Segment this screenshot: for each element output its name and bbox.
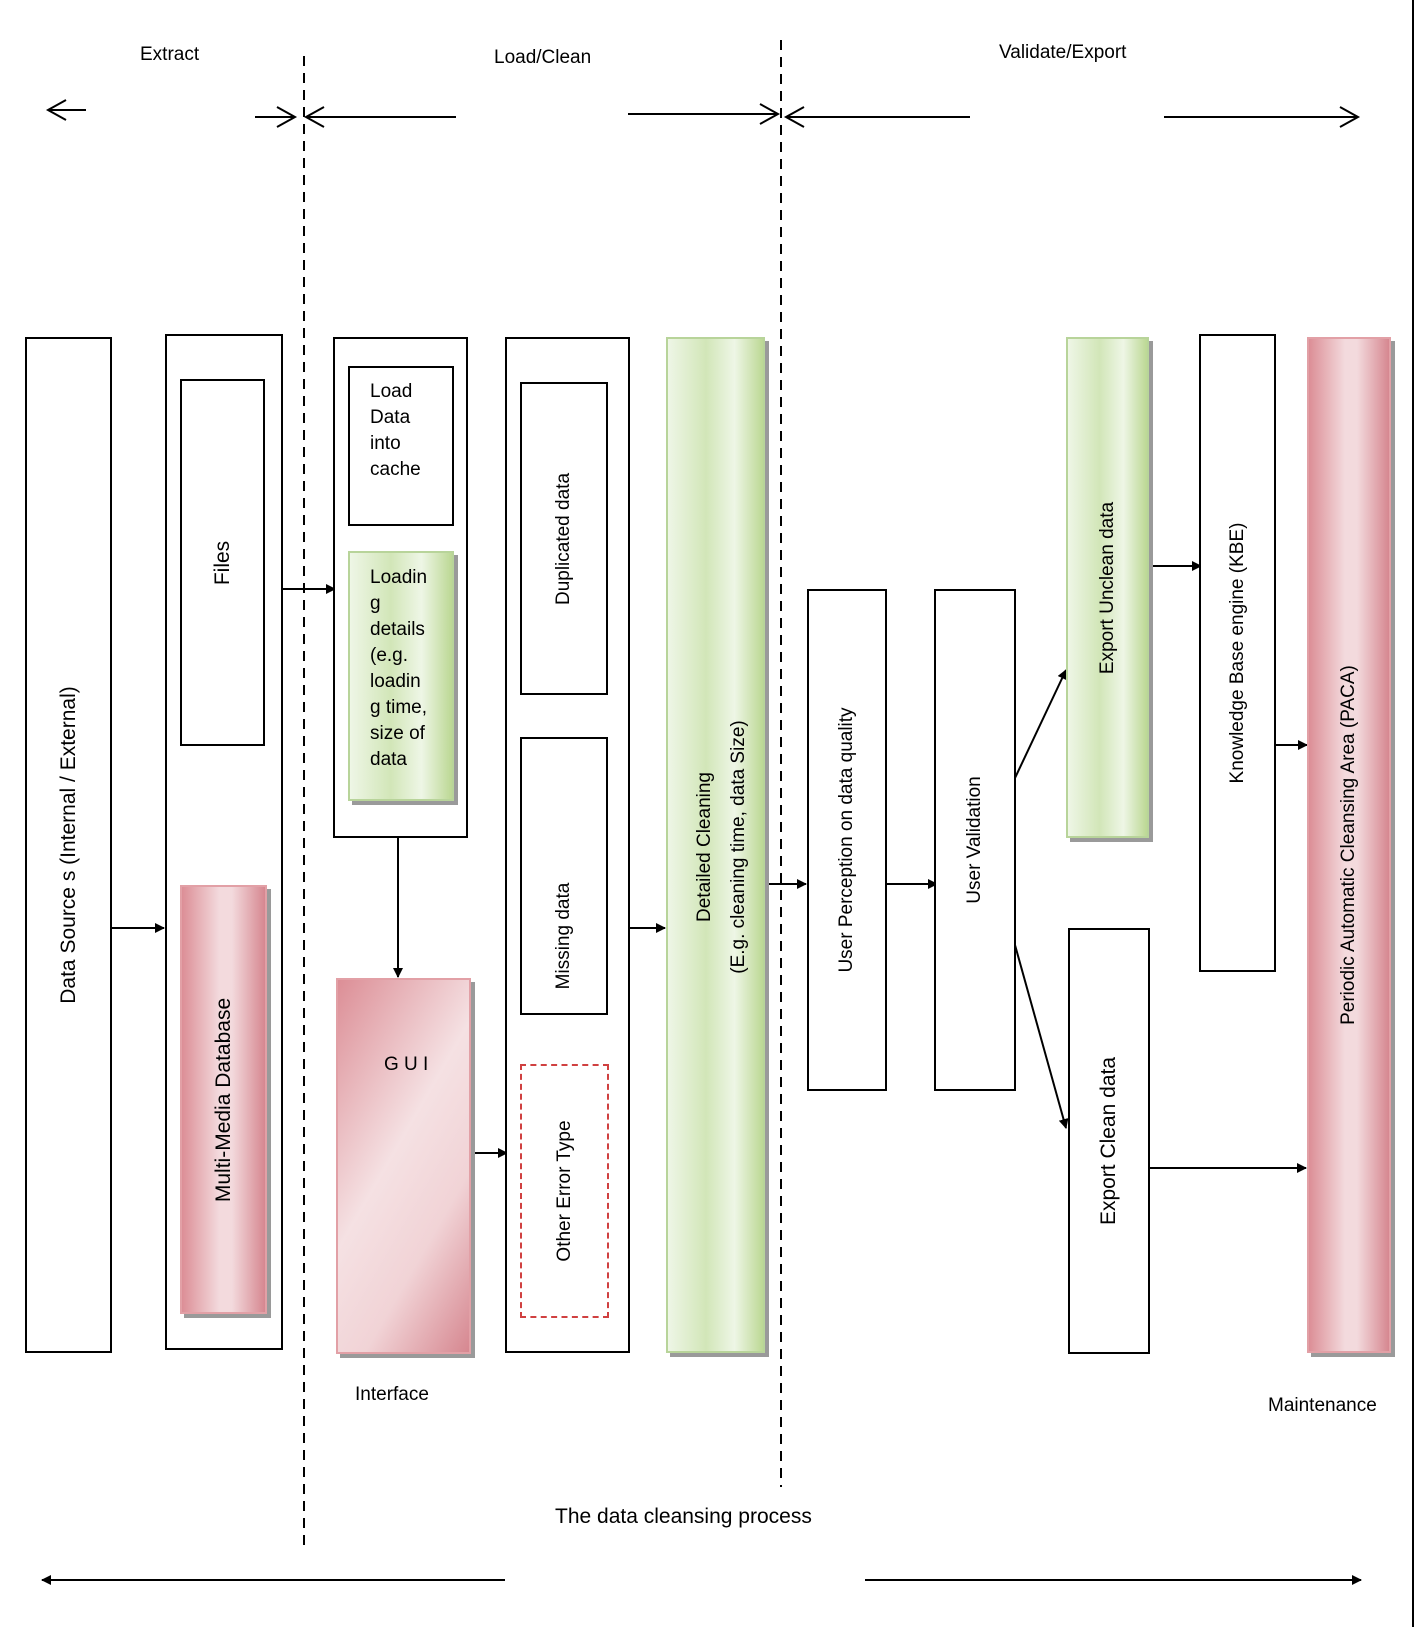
- flow-arrows: [111, 561, 1308, 1173]
- other-error-type-box: Other Error Type: [520, 1064, 609, 1318]
- process-title: The data cleansing process: [555, 1505, 812, 1528]
- user-perception-box: User Perception on data quality: [807, 589, 887, 1091]
- multimedia-database-box: Multi-Media Database: [180, 885, 267, 1314]
- phase-load-clean-label: Load/Clean: [494, 47, 592, 68]
- files-label: Files: [210, 540, 234, 585]
- user-perception-label: User Perception on data quality: [836, 707, 857, 973]
- missing-data-box: Missing data: [520, 737, 608, 1015]
- data-sources-box: Data Source s (Internal / External): [25, 337, 112, 1353]
- export-clean-box: Export Clean data: [1068, 928, 1150, 1354]
- detailed-cleaning-box: Detailed Cleaning (E.g. cleaning time, d…: [666, 337, 765, 1353]
- user-validation-box: User Validation: [934, 589, 1016, 1091]
- phase-validate-export-label: Validate/Export: [999, 42, 1127, 63]
- export-clean-label: Export Clean data: [1097, 1056, 1120, 1226]
- detailed-cleaning-label: Detailed Cleaning: [694, 771, 715, 922]
- files-box: Files: [180, 379, 265, 746]
- phase-arrows: [45, 99, 1361, 128]
- duplicated-data-box: Duplicated data: [520, 382, 608, 695]
- detailed-cleaning-text-window: Detailed Cleaning (E.g. cleaning time, d…: [668, 719, 763, 974]
- kbe-label: Knowledge Base engine (KBE): [1226, 522, 1248, 784]
- phase-extract-label: Extract: [140, 44, 200, 65]
- other-error-type-label: Other Error Type: [553, 1120, 575, 1262]
- paca-label: Periodic Automatic Cleansing Area (PACA): [1338, 665, 1359, 1025]
- gui-label: G U I: [384, 1054, 429, 1075]
- loading-details-box: Loadin g details (e.g. loadin g time, si…: [348, 551, 454, 801]
- paca-box: Periodic Automatic Cleansing Area (PACA): [1307, 337, 1391, 1353]
- gui-box: G U I: [336, 978, 471, 1354]
- missing-data-label: Missing data: [553, 882, 574, 990]
- loading-details-label: Loadin g details (e.g. loadin g time, si…: [370, 567, 428, 770]
- maintenance-label: Maintenance: [1268, 1395, 1377, 1416]
- user-validation-label: User Validation: [964, 776, 985, 904]
- load-cache-label: Load Data into cache: [370, 381, 421, 480]
- load-cache-box: Load Data into cache: [348, 366, 454, 526]
- duplicated-data-label: Duplicated data: [553, 472, 574, 605]
- export-unclean-label: Export Unclean data: [1096, 501, 1118, 674]
- export-unclean-box: Export Unclean data: [1066, 337, 1149, 838]
- data-sources-label: Data Source s (Internal / External): [56, 686, 80, 1004]
- kbe-box: Knowledge Base engine (KBE): [1199, 334, 1276, 972]
- interface-label: Interface: [355, 1384, 429, 1405]
- multimedia-database-label: Multi-Media Database: [211, 997, 235, 1202]
- detailed-cleaning-sublabel: (E.g. cleaning time, data Size): [728, 719, 749, 974]
